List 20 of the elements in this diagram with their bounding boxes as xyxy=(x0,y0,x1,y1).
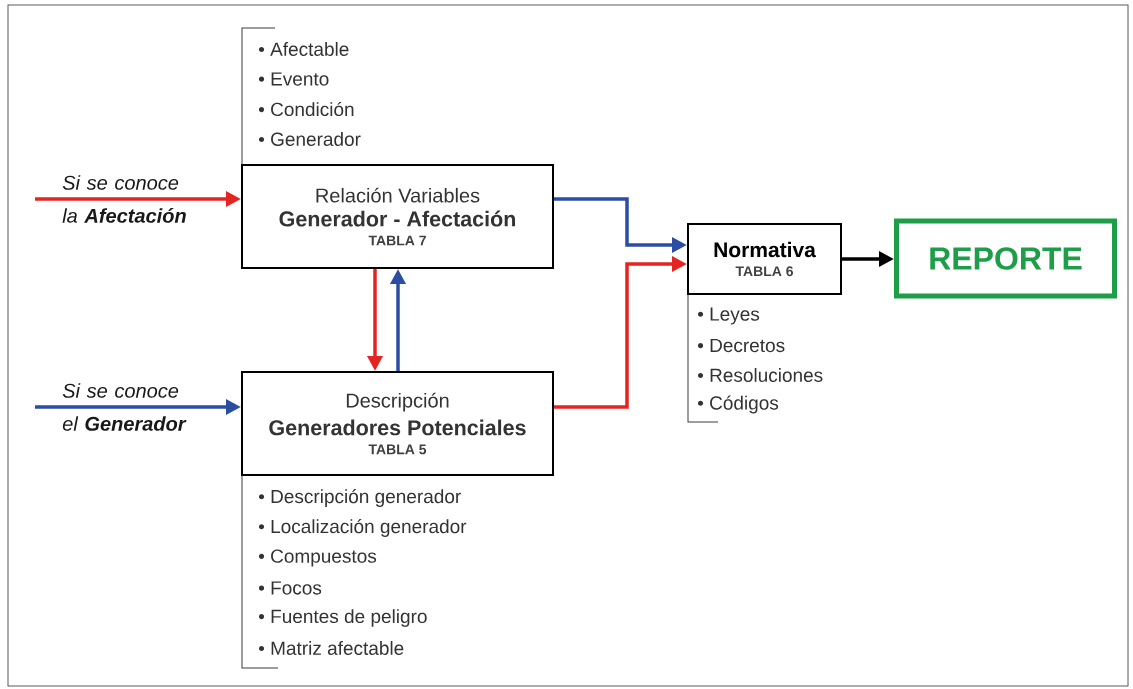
edge-label: Si se conoce el Generador xyxy=(62,383,187,431)
table-box: Normativa TABLA 6 xyxy=(687,223,842,295)
list-item: • Resoluciones xyxy=(697,368,823,382)
list-item: • Condición xyxy=(258,101,354,117)
edge-label: Si se conoce la Afectación xyxy=(62,175,186,223)
list-item: • Compuestos xyxy=(258,549,377,567)
list-item: • Fuentes de peligro xyxy=(258,609,427,627)
list-item: • Códigos xyxy=(697,395,779,414)
list-item: • Localización generador xyxy=(258,519,467,537)
list-item: • Leyes xyxy=(697,307,760,325)
list-item: • Decretos xyxy=(697,338,785,353)
list-item: • Afectable xyxy=(258,42,349,56)
list-item: • Matriz afectable xyxy=(258,641,404,655)
list-item: • Descripción generador xyxy=(258,489,461,507)
process-box: Relación Variables Generador - Afectación TABLA 7 xyxy=(241,164,554,269)
process-box: Descripción Generadores Potenciales TABLA 5 xyxy=(241,371,554,476)
list-item: • Evento xyxy=(258,72,329,86)
report-box: REPORTE xyxy=(894,218,1117,299)
list-item: • Focos xyxy=(258,581,322,595)
list-item: • Generador xyxy=(258,132,361,146)
